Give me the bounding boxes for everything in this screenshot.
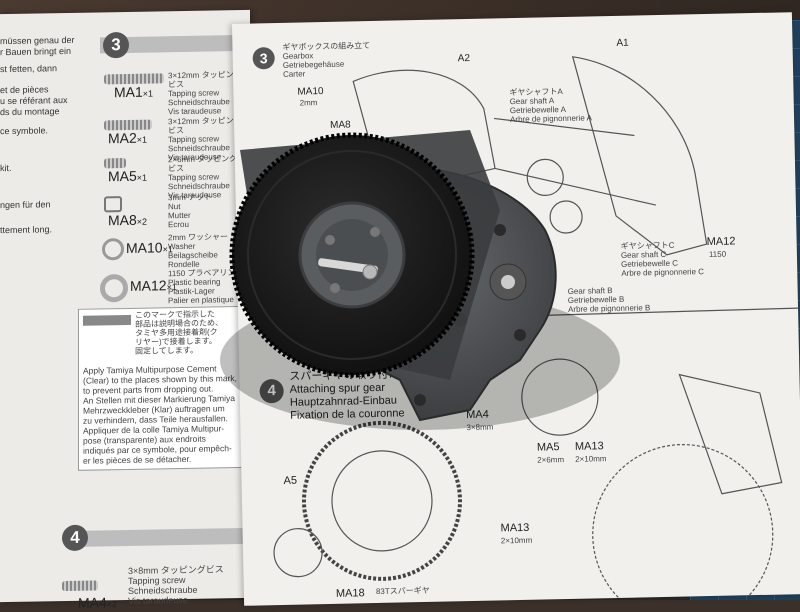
spur-gear-hub xyxy=(331,450,433,552)
a5-part-outline xyxy=(273,528,323,578)
gearbox-half-a2 xyxy=(352,69,496,181)
gear-outline xyxy=(549,200,583,234)
shaft-line xyxy=(494,167,656,206)
spur-gear-rim xyxy=(247,150,457,360)
shaft-end xyxy=(501,275,515,289)
gearbox-outline xyxy=(678,373,783,495)
screw-hole xyxy=(514,329,526,341)
screw-head xyxy=(362,264,378,280)
screw-hole xyxy=(414,394,426,406)
hub-hole xyxy=(370,227,380,237)
manual-right-page: 3 ギヤボックスの組み立て Gearbox Getriebegehäuse Ca… xyxy=(231,12,800,606)
screw-hole xyxy=(494,224,506,236)
detail-circle xyxy=(521,358,599,436)
shaft-line xyxy=(493,117,635,137)
assembly-diagram xyxy=(258,56,799,606)
spur-gear-outline xyxy=(301,420,462,581)
hub-hole xyxy=(325,235,335,245)
gear-outline xyxy=(526,158,564,197)
spur-gear-outline-2 xyxy=(592,443,774,606)
gearbox-half-a1 xyxy=(571,56,708,256)
hub-hole xyxy=(330,283,340,293)
part-qty: ×2 xyxy=(106,599,118,610)
